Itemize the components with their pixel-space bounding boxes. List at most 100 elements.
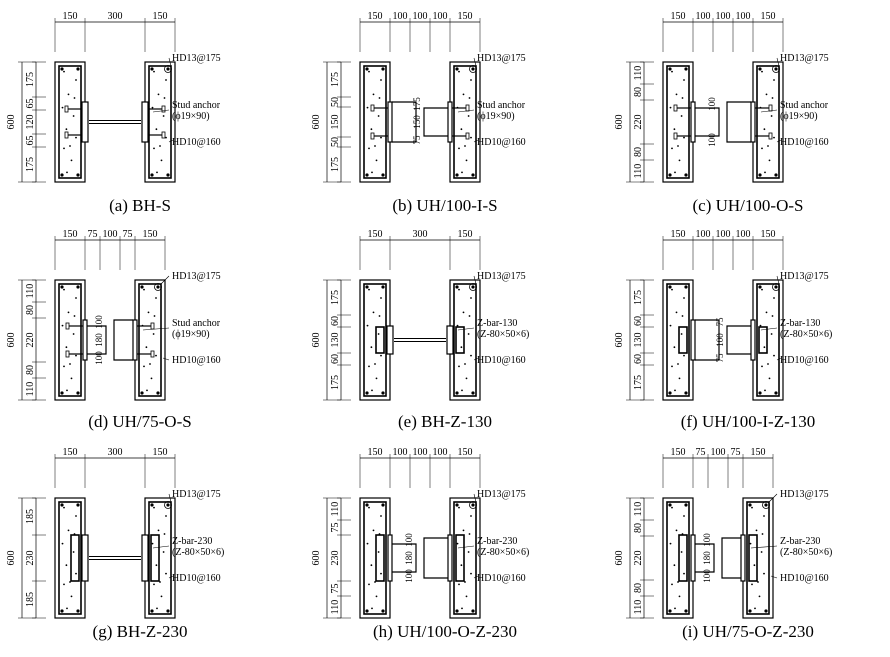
callout-label: Stud anchor bbox=[477, 100, 526, 111]
dim-label: 130 bbox=[330, 333, 341, 348]
aggregate-dot bbox=[669, 106, 672, 109]
dim-label: 80 bbox=[25, 305, 36, 315]
leader-line bbox=[168, 575, 174, 579]
rebar-dot bbox=[76, 503, 80, 507]
callout-label: HD13@175 bbox=[172, 489, 221, 500]
panel-caption: (h) UH/100-O-Z-230 bbox=[373, 622, 517, 641]
z-bar bbox=[455, 326, 465, 354]
aggregate-dot bbox=[374, 363, 376, 365]
rebar-dot bbox=[471, 285, 475, 289]
aggregate-dot bbox=[749, 542, 752, 545]
aggregate-dot bbox=[674, 389, 676, 392]
stud-head bbox=[150, 350, 155, 358]
callout-circle bbox=[469, 501, 477, 509]
aggregate-dot bbox=[374, 145, 376, 147]
aggregate-dot bbox=[467, 333, 470, 335]
leader-line bbox=[473, 575, 479, 579]
beam-flange bbox=[141, 101, 149, 143]
beam-flange bbox=[81, 534, 89, 582]
aggregate-dot bbox=[773, 297, 775, 299]
aggregate-dot bbox=[368, 70, 370, 73]
rebar-dot bbox=[764, 609, 768, 613]
aggregate-dot bbox=[458, 70, 460, 73]
hoop-rebar bbox=[58, 65, 82, 179]
dim-label: 75 bbox=[330, 523, 341, 533]
callout-label: HD13@175 bbox=[477, 53, 526, 64]
aggregate-dot bbox=[145, 346, 148, 349]
leader-line bbox=[473, 357, 479, 361]
wall-section bbox=[662, 497, 694, 619]
dim-label: 150 bbox=[458, 229, 473, 240]
rebar-dot bbox=[365, 67, 369, 71]
dim-label: 175 bbox=[330, 375, 341, 390]
wall-section bbox=[144, 497, 176, 619]
callout-circle bbox=[469, 65, 477, 73]
rebar-dot bbox=[381, 285, 385, 289]
dim-label: 120 bbox=[25, 115, 36, 130]
hoop-rebar bbox=[756, 65, 780, 179]
dim-label: 185 bbox=[25, 592, 36, 607]
callout-label: HD10@160 bbox=[477, 355, 526, 366]
callout-label: HD13@175 bbox=[780, 489, 829, 500]
dim-label: 150 bbox=[153, 447, 168, 458]
aggregate-dot bbox=[155, 297, 157, 299]
aggregate-dot bbox=[165, 572, 167, 575]
end-plate bbox=[82, 319, 88, 361]
aggregate-dot bbox=[65, 128, 68, 131]
aggregate-dot bbox=[378, 97, 381, 99]
aggregate-dot bbox=[372, 93, 375, 96]
callout-label: HD10@160 bbox=[780, 573, 829, 584]
aggregate-dot bbox=[770, 333, 773, 335]
dim-label: 75 bbox=[123, 229, 133, 240]
web-dim-label: 100 bbox=[702, 533, 712, 547]
aggregate-dot bbox=[675, 93, 678, 96]
rebar-dot bbox=[684, 67, 688, 71]
dim-label: 150 bbox=[368, 11, 383, 22]
dim-label: 300 bbox=[108, 447, 123, 458]
leader-line bbox=[457, 545, 475, 549]
aggregate-dot bbox=[456, 324, 459, 327]
callout-label: HD10@160 bbox=[477, 573, 526, 584]
dim-label: 75 bbox=[330, 584, 341, 594]
stud-head bbox=[65, 322, 70, 330]
callout-label: HD13@175 bbox=[172, 53, 221, 64]
end-plate bbox=[750, 101, 756, 143]
panel-caption: (a) BH-S bbox=[109, 196, 171, 215]
aggregate-dot bbox=[461, 607, 463, 610]
aggregate-dot bbox=[149, 363, 151, 365]
rebar-dot bbox=[140, 285, 144, 289]
aggregate-dot bbox=[63, 583, 65, 586]
aggregate-dot bbox=[683, 354, 685, 357]
aggregate-dot bbox=[165, 515, 167, 517]
dim-label: 175 bbox=[330, 157, 341, 172]
web-dim-label: 100 bbox=[404, 533, 414, 547]
dim-label: 110 bbox=[633, 600, 644, 615]
web-dim-label: 175 bbox=[412, 97, 422, 111]
aggregate-dot bbox=[678, 377, 681, 380]
hoop-rebar bbox=[363, 283, 387, 397]
dim-label: 150 bbox=[458, 447, 473, 458]
dim-label: 100 bbox=[433, 447, 448, 458]
aggregate-dot bbox=[153, 315, 156, 317]
web-dim-label: 100 bbox=[94, 315, 104, 329]
aggregate-dot bbox=[680, 115, 683, 117]
leader-line bbox=[760, 327, 778, 331]
aggregate-dot bbox=[751, 583, 753, 586]
dim-total-label: 600 bbox=[614, 551, 625, 566]
callout-circle bbox=[164, 65, 172, 73]
aggregate-dot bbox=[761, 533, 764, 535]
u-section-right bbox=[423, 107, 448, 137]
aggregate-dot bbox=[683, 297, 685, 299]
u-section-right bbox=[721, 537, 741, 579]
aggregate-dot bbox=[377, 115, 380, 117]
aggregate-dot bbox=[72, 115, 75, 117]
aggregate-dot bbox=[470, 297, 472, 299]
end-plate bbox=[690, 101, 696, 143]
aggregate-dot bbox=[61, 324, 64, 327]
aggregate-dot bbox=[368, 365, 370, 368]
